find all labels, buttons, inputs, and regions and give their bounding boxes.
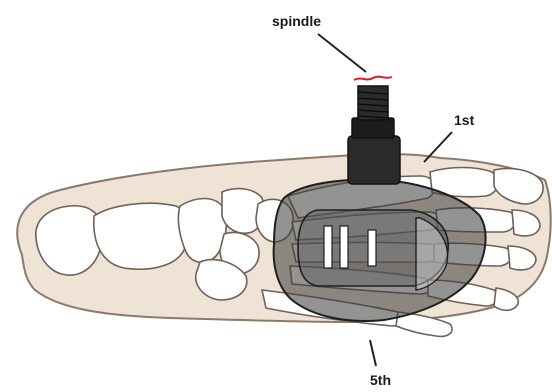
cleat-slot-1 <box>324 226 332 268</box>
cleat-slot-3 <box>368 230 376 266</box>
fifth-leader <box>370 340 376 366</box>
spindle-thread <box>358 86 388 120</box>
navicular-bone <box>178 199 226 263</box>
spindle-red-mark <box>354 77 392 80</box>
spindle-collar <box>352 118 394 138</box>
spindle-base <box>348 136 400 184</box>
first-metatarsal-label: 1st <box>454 112 474 128</box>
spindle <box>348 77 400 184</box>
cleat-slot-2 <box>340 226 348 268</box>
spindle-label: spindle <box>272 13 321 29</box>
spindle-leader <box>318 34 366 72</box>
fifth-metatarsal-label: 5th <box>370 372 391 388</box>
talus-bone <box>94 203 189 269</box>
